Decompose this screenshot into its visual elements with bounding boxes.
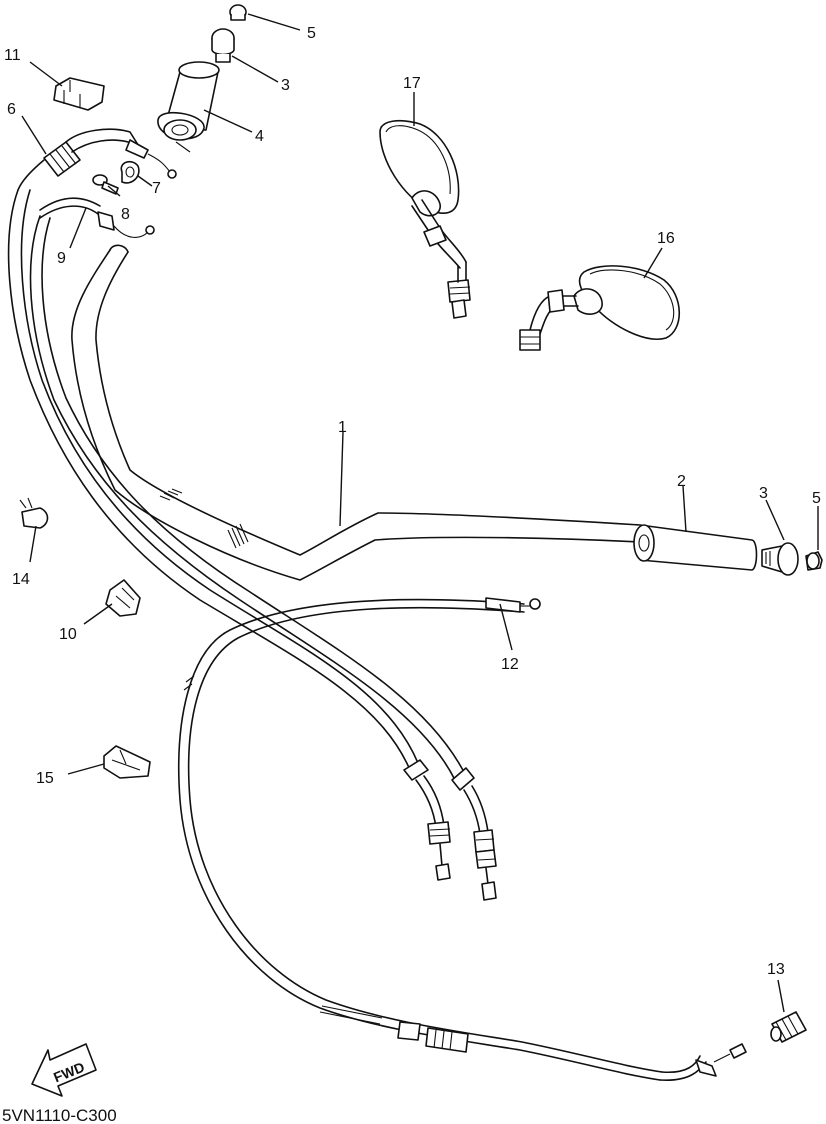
- holder-15: [103, 745, 151, 779]
- callout-17: 17: [403, 75, 421, 92]
- callout-3-right: 3: [759, 485, 768, 502]
- callout-numbers: 1 2 3 5 5 3 4 6 7 8 9 11 10 14 12 13 15 …: [4, 25, 821, 978]
- callout-15: 15: [36, 770, 54, 787]
- screw-right: [805, 551, 823, 571]
- handlebar: [71, 244, 641, 581]
- callout-13: 13: [767, 961, 785, 978]
- callout-5-top: 5: [307, 25, 316, 42]
- switch-wire-9: [39, 197, 155, 238]
- callout-10: 10: [59, 626, 77, 643]
- callout-4: 4: [255, 128, 264, 145]
- grip-right: [633, 524, 758, 571]
- screw-top: [229, 4, 247, 21]
- bar-end-weight-top: [211, 28, 235, 63]
- mirror-17: [379, 119, 471, 319]
- mirror-16: [519, 265, 680, 351]
- bar-end-weight-right: [761, 542, 799, 576]
- clamp-11: [53, 77, 105, 111]
- leader-lines: [21, 13, 819, 1013]
- switch-cable-6: [17, 128, 177, 191]
- callout-9: 9: [57, 250, 66, 267]
- callout-12: 12: [501, 656, 519, 673]
- clutch-cable: [177, 597, 747, 1081]
- fwd-arrow: FWD: [31, 1043, 97, 1097]
- callout-2: 2: [677, 473, 686, 490]
- callout-1: 1: [338, 419, 347, 436]
- cable-adjuster-13: [770, 1011, 807, 1043]
- control-cables: [7, 189, 497, 901]
- clamp-10: [105, 579, 141, 617]
- callout-3-top: 3: [281, 77, 290, 94]
- callout-8: 8: [121, 206, 130, 223]
- diagram-code: 5VN1110-C300: [2, 1106, 117, 1124]
- washer-7: [120, 160, 140, 184]
- callout-5-right: 5: [812, 490, 821, 507]
- throttle-grip: [157, 61, 220, 153]
- clip-14: [19, 497, 49, 529]
- callout-6: 6: [7, 101, 16, 118]
- callout-7: 7: [152, 180, 161, 197]
- callout-16: 16: [657, 230, 675, 247]
- callout-14: 14: [12, 571, 30, 588]
- callout-11: 11: [4, 47, 21, 64]
